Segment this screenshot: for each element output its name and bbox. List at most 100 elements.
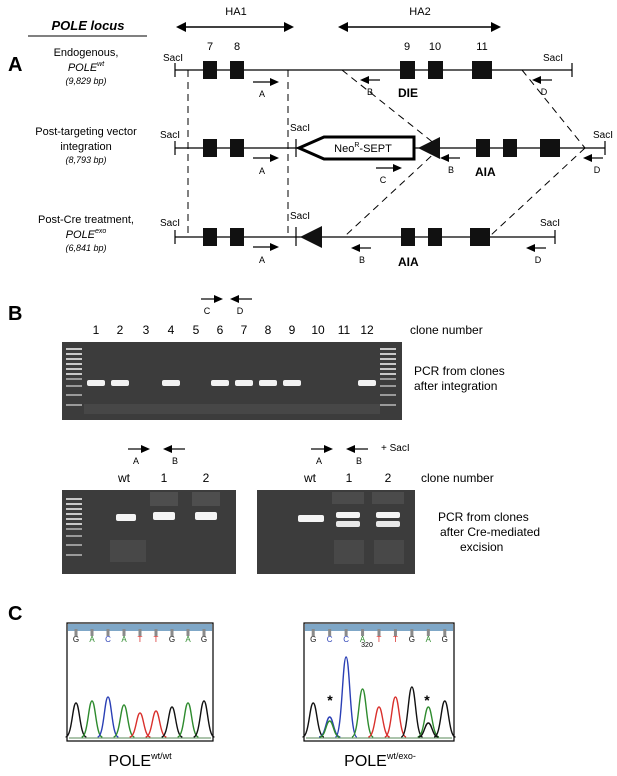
quality-tick <box>202 629 206 636</box>
ladder-band <box>66 508 82 510</box>
exon-9-label: 9 <box>404 41 410 53</box>
ladder-band <box>380 404 396 406</box>
panel-a: A POLE locus HA1 HA2 Endogenous, <box>8 6 613 269</box>
row2-size: (8,793 bp) <box>65 155 106 165</box>
base-call: A <box>360 635 366 644</box>
alignment-dashes <box>187 69 586 238</box>
gel2-primer-a: A <box>128 445 150 466</box>
trace-peak <box>96 696 120 738</box>
row2-sacl-right: SacI <box>593 130 613 141</box>
svg-text:D: D <box>541 87 548 97</box>
gel3-band-clone1-lower <box>336 521 360 527</box>
chromatogram-wt <box>66 622 214 742</box>
quality-tick <box>344 629 348 636</box>
gel1-band <box>111 380 129 386</box>
row-integration: Post-targeting vector integration (8,793… <box>35 123 613 185</box>
ladder-band <box>380 368 396 370</box>
gel1-caption-2: after integration <box>414 379 497 393</box>
row2-title-1: Post-targeting vector <box>35 126 137 138</box>
lane-number: 12 <box>360 323 374 337</box>
row1-primer-b: B <box>360 76 380 97</box>
row3-title-1: Post-Cre treatment, <box>38 214 134 226</box>
cassette-label: NeoR-SEPT <box>334 142 392 155</box>
locus-header: POLE locus <box>52 18 125 33</box>
row1-title-1: Endogenous, <box>54 47 119 59</box>
ladder-band <box>66 348 82 350</box>
gel3-band-clone2-upper <box>376 512 400 518</box>
trace-peak <box>129 712 151 738</box>
gel1-band <box>259 380 277 386</box>
panel-b: B C D 1 2 3 4 5 6 7 8 9 10 11 12 clone n… <box>8 295 540 574</box>
row1-primer-a: A <box>253 78 279 99</box>
ladder-band <box>66 358 82 360</box>
exon-7 <box>203 61 217 79</box>
quality-tick <box>138 629 142 636</box>
row1-title-2: POLEwt <box>68 61 105 74</box>
row3-sacl-right: SacI <box>540 218 560 229</box>
gel2-band-wt <box>116 514 136 521</box>
row3-exon-8 <box>230 228 244 246</box>
lane-number: 5 <box>193 323 200 337</box>
trace-peak-secondary <box>418 722 439 738</box>
quality-tick <box>393 629 397 636</box>
exon-10 <box>428 61 443 79</box>
row2-exon-7 <box>203 139 217 157</box>
svg-text:1: 1 <box>346 471 353 485</box>
gel1-band <box>162 380 180 386</box>
lane-number: 2 <box>117 323 124 337</box>
row3-exon-11 <box>470 228 490 246</box>
ladder-band <box>66 503 82 505</box>
ladder-band <box>380 348 396 350</box>
quality-tick <box>186 629 190 636</box>
gel2-band-clone2 <box>195 512 217 520</box>
lane-number: 10 <box>311 323 325 337</box>
svg-text:A: A <box>259 89 265 99</box>
mutation-marker-2: * <box>424 692 430 708</box>
base-call: T <box>138 635 143 644</box>
quality-bar-wt <box>68 624 212 631</box>
row2-primer-b: B <box>440 154 460 175</box>
gel3-band-wt <box>298 515 324 522</box>
row3-exon-7 <box>203 228 217 246</box>
ladder-band <box>66 554 82 556</box>
svg-text:D: D <box>237 306 244 316</box>
gel3-primer-b: B <box>346 445 368 466</box>
exon-8 <box>230 61 244 79</box>
ladder-band <box>66 373 82 375</box>
lane-number: 1 <box>93 323 100 337</box>
exon-7-label: 7 <box>207 41 213 53</box>
ladder-band <box>66 368 82 370</box>
trace-peak <box>161 706 183 738</box>
row2-exon-10 <box>503 139 517 157</box>
mutation-marker-1: * <box>327 692 333 708</box>
quality-tick <box>443 629 447 636</box>
gel2-primer-b: B <box>163 445 185 466</box>
base-call: A <box>89 635 95 644</box>
trace-peak-secondary <box>319 720 340 738</box>
exon-8-label: 8 <box>234 41 240 53</box>
gel1-primer-d: D <box>230 295 252 316</box>
quality-tick <box>311 629 315 636</box>
row1-primer-d: D <box>532 76 552 97</box>
lane-number: 3 <box>143 323 150 337</box>
base-call: G <box>169 635 175 644</box>
quality-tick <box>410 629 414 636</box>
ha2-arrow <box>338 22 501 32</box>
svg-text:C: C <box>380 175 387 185</box>
clone-number-label: clone number <box>410 323 483 337</box>
gel3-band-clone2-lower <box>376 521 400 527</box>
ladder-band <box>66 404 82 406</box>
chrom-right-ticks <box>311 629 447 636</box>
exon-9 <box>400 61 415 79</box>
ladder-band <box>380 373 396 375</box>
ladder-band <box>380 363 396 365</box>
gel2-ladder <box>66 498 82 556</box>
ladder-band <box>66 385 82 387</box>
gel1-band <box>87 380 105 386</box>
svg-text:wt: wt <box>303 471 317 485</box>
row3-primer-a: A <box>253 243 279 265</box>
gel1-bands <box>84 380 380 414</box>
row3-exon-9 <box>401 228 415 246</box>
